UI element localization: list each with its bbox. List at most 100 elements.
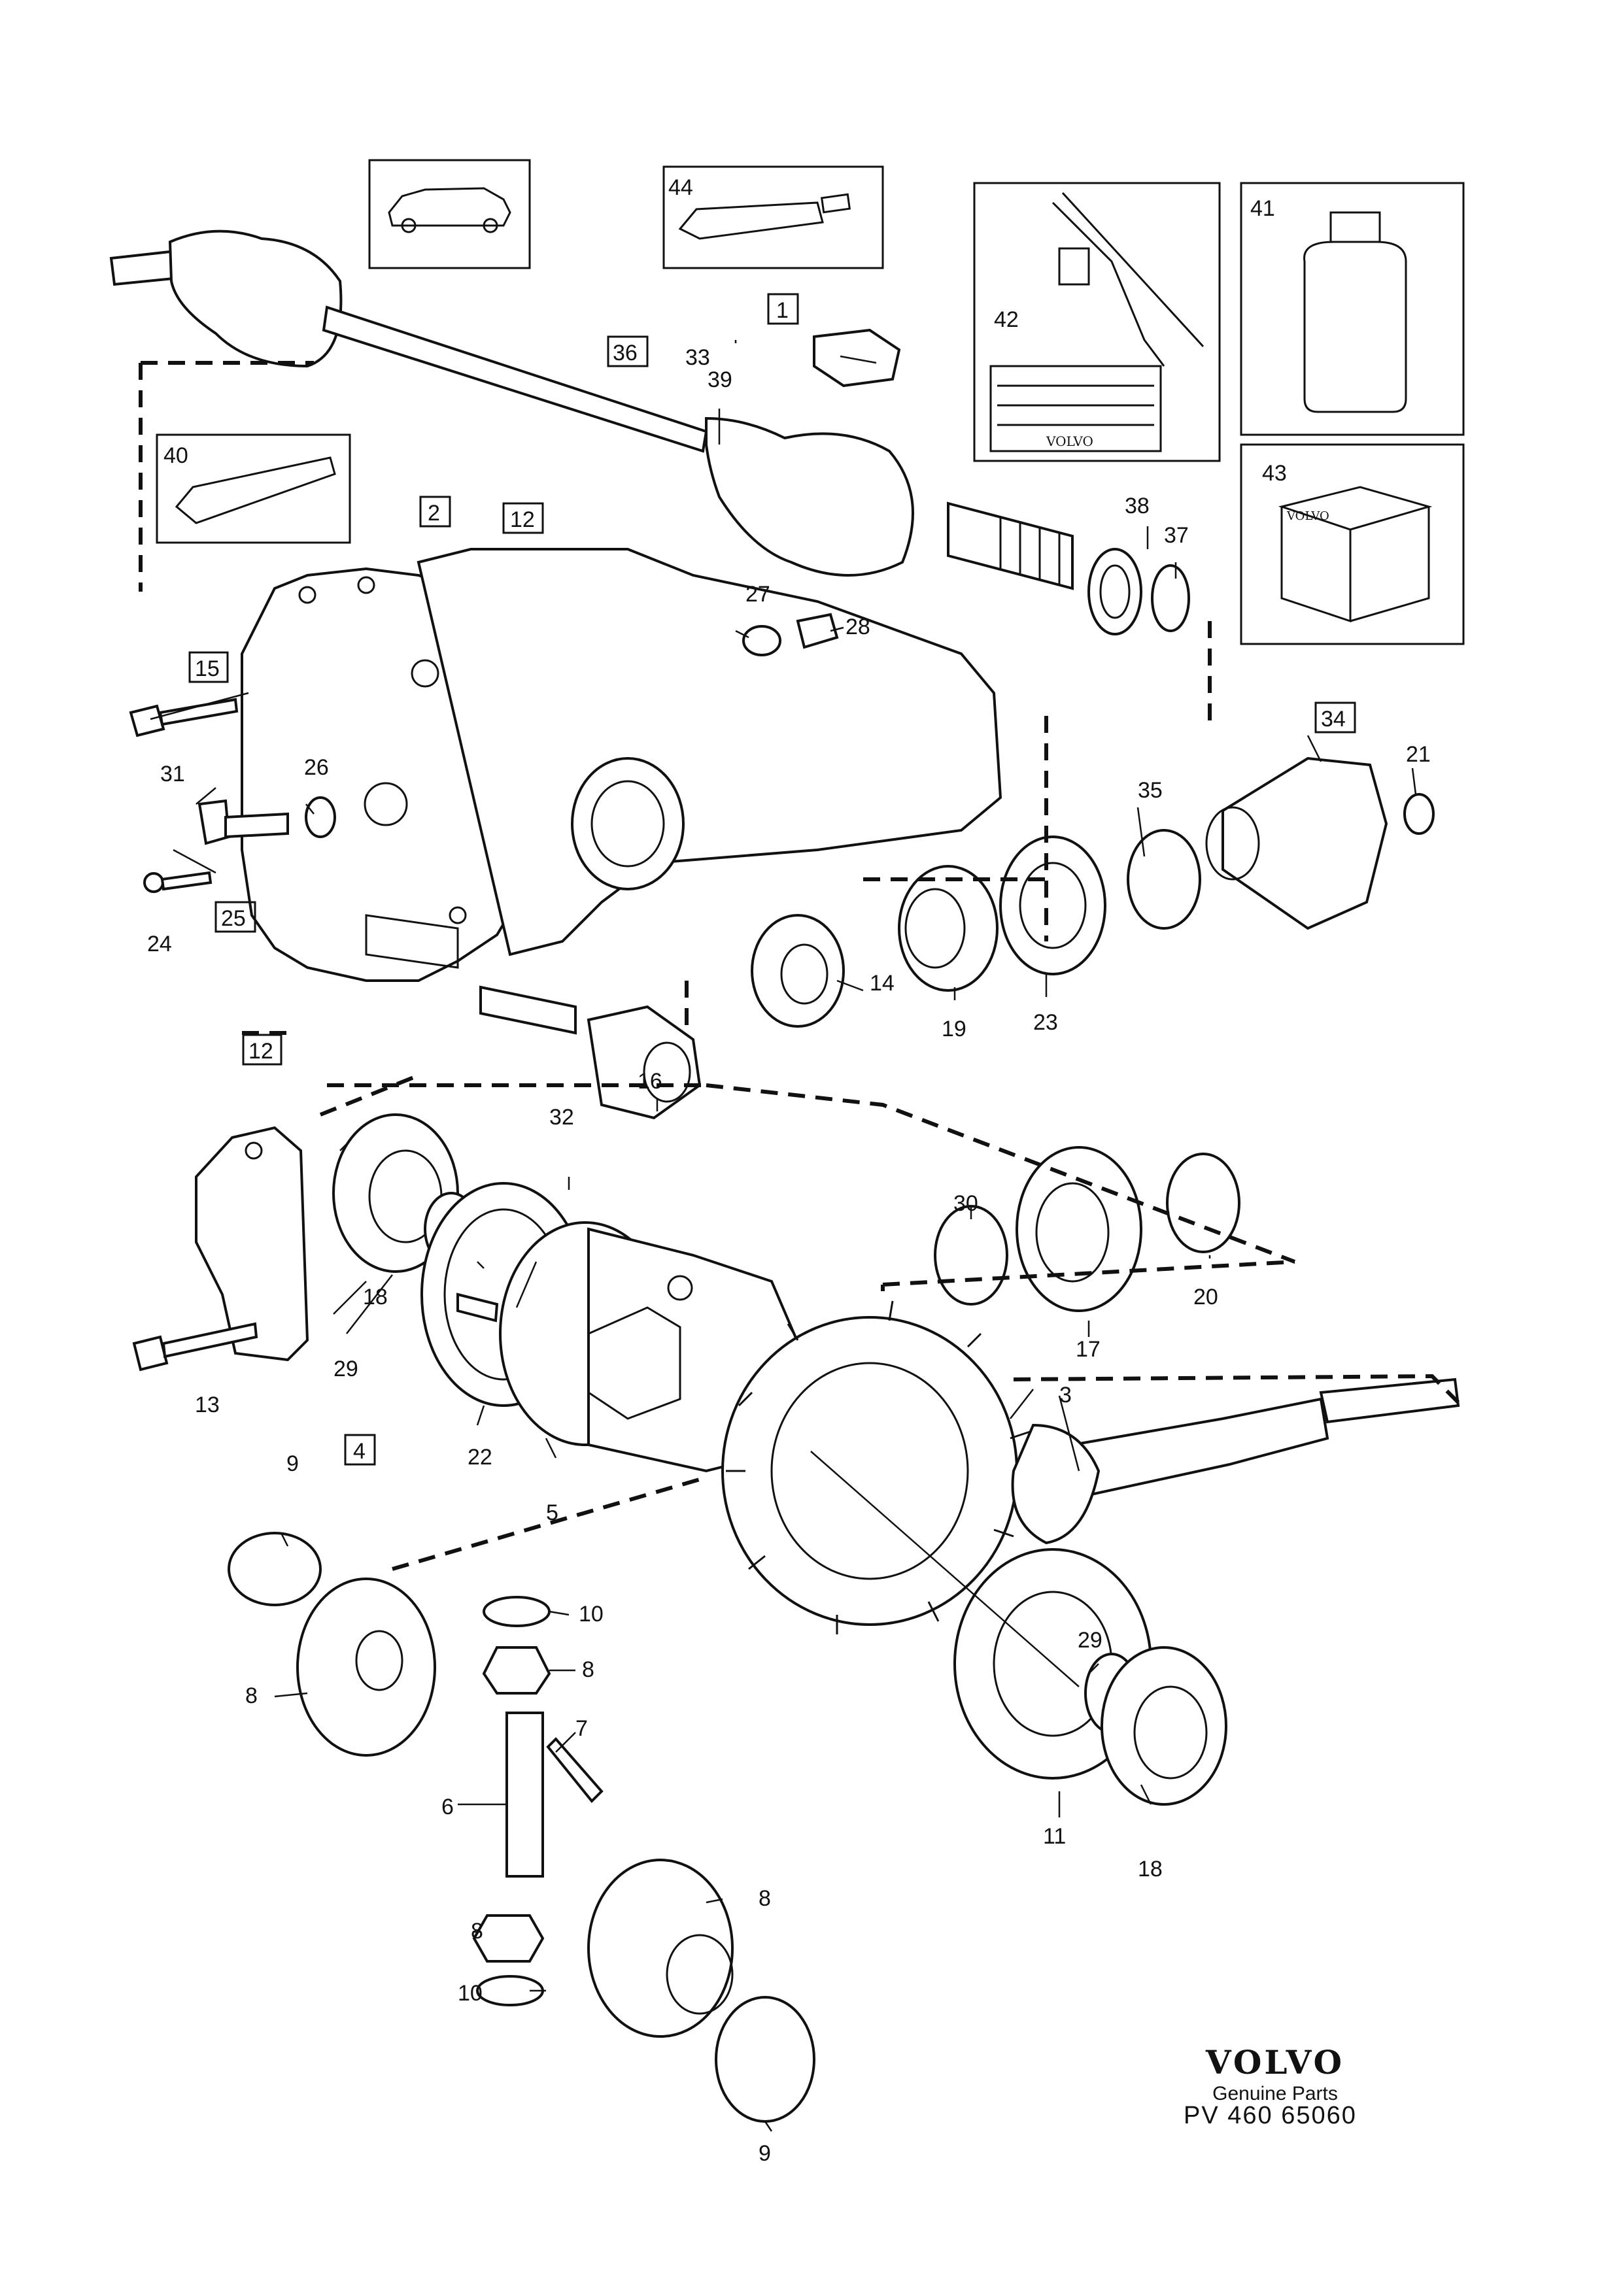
- clip-33: [813, 328, 901, 388]
- label-8-pinion-top: 8: [582, 1657, 594, 1682]
- inset-box-43: VOLVO 43: [1240, 443, 1465, 645]
- nut-21: [1403, 793, 1435, 835]
- leader-lines: [150, 340, 1417, 2132]
- inset-grease-tube-44: 44: [662, 165, 884, 269]
- label-10-bottom: 10: [458, 1981, 483, 2006]
- plug-28: [796, 613, 839, 649]
- differential-housing: [241, 548, 1002, 1035]
- flange-34: [1205, 756, 1388, 930]
- label-4: 4: [353, 1439, 366, 1464]
- label-6: 6: [441, 1795, 454, 1819]
- pinion-shaft: [1011, 1377, 1460, 1545]
- label-9-bottom: 9: [759, 2141, 771, 2166]
- label-17: 17: [1076, 1337, 1101, 1362]
- brand-subtitle: Genuine Parts: [1212, 2083, 1338, 2104]
- label-21: 21: [1406, 742, 1431, 767]
- ring-37: [1151, 564, 1190, 632]
- seal-14: [751, 914, 845, 1028]
- label-13: 13: [195, 1393, 220, 1417]
- label-36: 36: [613, 341, 638, 365]
- brand-block: VOLVO Genuine Parts: [1177, 2043, 1373, 2105]
- label-16: 16: [638, 1069, 662, 1094]
- cup-20: [1166, 1153, 1240, 1253]
- label-43: 43: [1262, 461, 1287, 486]
- bearing-cup-19: [898, 865, 999, 992]
- inset-grease-tube-40: 40: [156, 433, 351, 544]
- label-18-left: 18: [363, 1285, 388, 1309]
- label-24: 24: [147, 932, 172, 956]
- label-29-left: 29: [333, 1357, 358, 1381]
- label-35: 35: [1138, 778, 1163, 803]
- bearing-18-right: [1101, 1646, 1227, 1806]
- label-28: 28: [846, 615, 870, 639]
- label-11: 11: [1043, 1824, 1066, 1849]
- bearing-16: [587, 1005, 702, 1120]
- shaft-6: [505, 1712, 544, 1878]
- label-18-right: 18: [1138, 1857, 1163, 1882]
- pin-7: [546, 1737, 604, 1803]
- label-37: 37: [1164, 523, 1189, 548]
- assembly-dashed-lines: [139, 361, 1460, 1571]
- bolt-22: [456, 1292, 499, 1323]
- label-26: 26: [304, 755, 329, 780]
- label-8-side-left: 8: [245, 1683, 258, 1708]
- label-44: 44: [668, 175, 693, 200]
- label-34: 34: [1321, 707, 1346, 732]
- label-2: 2: [428, 501, 440, 526]
- label-5: 5: [546, 1500, 558, 1525]
- label-30: 30: [953, 1191, 978, 1216]
- decal-brand-text: VOLVO: [1046, 433, 1093, 449]
- volvo-logo: VOLVO: [1205, 2043, 1345, 2082]
- thrust-washer-9-top: [228, 1532, 322, 1606]
- label-23: 23: [1033, 1010, 1058, 1035]
- inset-oil-bottle-41: 41: [1240, 182, 1465, 436]
- bolt-13: [132, 1322, 258, 1372]
- sensor-25: [197, 799, 289, 845]
- ring-35: [1127, 829, 1201, 930]
- label-1: 1: [776, 298, 789, 323]
- bearing-cap-12: [195, 1126, 309, 1362]
- label-41: 41: [1250, 196, 1275, 221]
- pinion-8-top: [482, 1646, 551, 1695]
- part-number-labels: 1 33 36 39 38 37 2 12 27 28 15 31 26 25 …: [147, 293, 1431, 2166]
- label-32: 32: [549, 1105, 574, 1130]
- label-42: 42: [994, 307, 1019, 332]
- box-brand-text: VOLVO: [1286, 509, 1329, 523]
- label-8-side-right: 8: [759, 1886, 771, 1911]
- label-22: 22: [468, 1445, 492, 1470]
- bearing-17: [1016, 1146, 1142, 1312]
- pinion-8-bottom: [472, 1914, 545, 1963]
- inset-car: [368, 159, 531, 269]
- label-40: 40: [163, 443, 188, 468]
- label-12-top: 12: [510, 507, 535, 532]
- seal-38: [1087, 548, 1142, 635]
- side-gear-8-right: [587, 1859, 734, 2038]
- label-20: 20: [1193, 1285, 1218, 1309]
- label-10-top: 10: [579, 1602, 604, 1627]
- bearing-23: [999, 836, 1106, 975]
- label-7: 7: [575, 1716, 588, 1741]
- thrust-washer-9-bottom: [715, 1996, 815, 2123]
- inset-decal-42: VOLVO 42: [973, 182, 1221, 462]
- label-31: 31: [160, 762, 185, 786]
- label-14: 14: [870, 971, 895, 996]
- label-29-right: 29: [1078, 1628, 1102, 1653]
- label-25: 25: [221, 906, 246, 931]
- label-8-pinion-bottom: 8: [471, 1919, 483, 1944]
- side-gear-8-left: [296, 1578, 436, 1757]
- label-15: 15: [195, 656, 220, 681]
- bolt-24: [143, 871, 213, 893]
- label-12-mid: 12: [248, 1039, 273, 1064]
- shim-30: [934, 1205, 1008, 1306]
- label-33: 33: [685, 345, 710, 370]
- bolt-31: [129, 698, 239, 737]
- label-39: 39: [708, 367, 732, 392]
- label-3: 3: [1059, 1383, 1072, 1408]
- label-19: 19: [942, 1017, 966, 1041]
- diagram-code: PV 460 65060: [1184, 2102, 1357, 2129]
- label-9-top: 9: [286, 1451, 299, 1476]
- label-27: 27: [745, 582, 770, 607]
- label-38: 38: [1125, 494, 1150, 518]
- seal-26: [305, 796, 336, 838]
